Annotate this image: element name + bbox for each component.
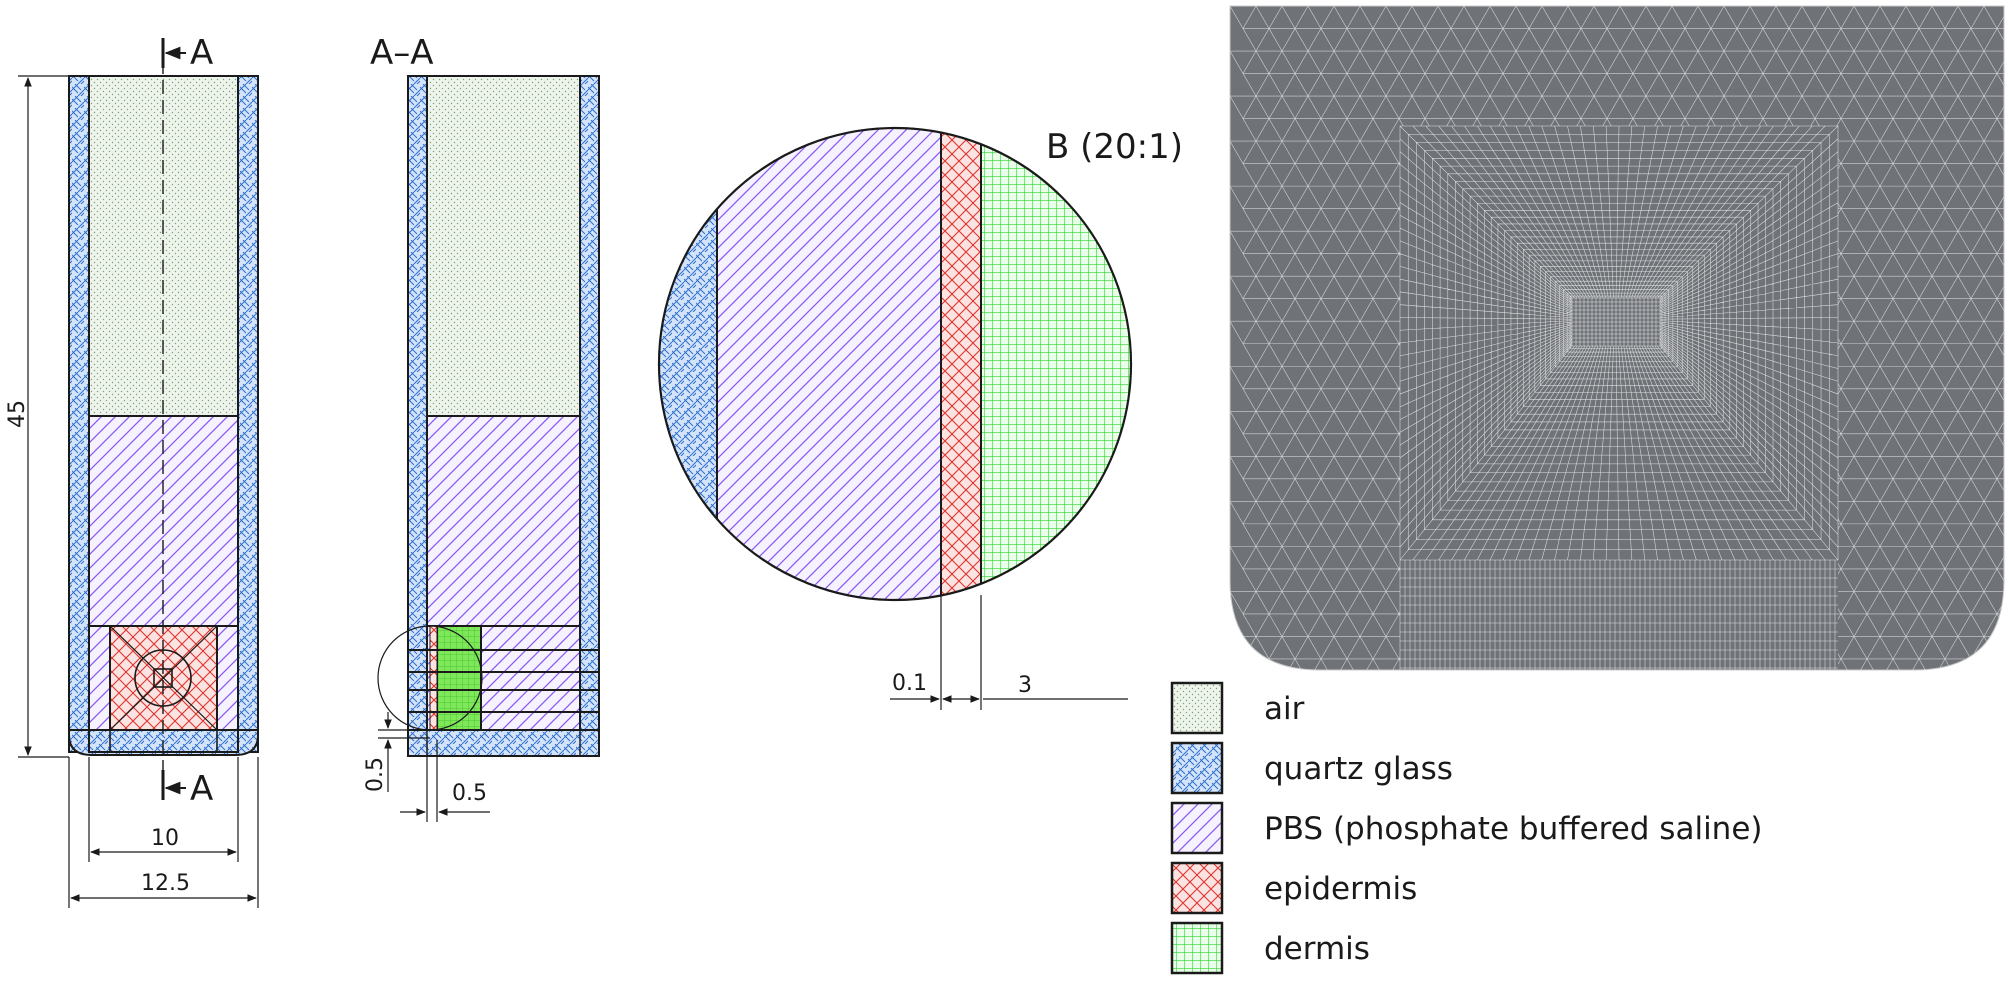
legend-label: dermis <box>1264 931 1370 967</box>
legend-label: epidermis <box>1264 871 1417 907</box>
legend-swatch-derm-grid <box>1170 921 1224 975</box>
mesh-structured-region <box>1399 125 1839 670</box>
legend-label: quartz glass <box>1264 751 1453 787</box>
legend-label: air <box>1264 691 1305 727</box>
legend-label: PBS (phosphate buffered saline) <box>1264 811 1763 847</box>
front-view: A A 45 10 12.5 <box>5 33 259 908</box>
section-title: A–A <box>370 33 434 73</box>
dim-vertical-05-label: 0.5 <box>363 757 388 792</box>
legend-swatch-air-dots <box>1170 681 1224 735</box>
detail-dim-3-label: 3 <box>1018 673 1032 698</box>
legend-swatch-epi-cross <box>1170 861 1224 915</box>
dim-height-label: 45 <box>5 400 30 428</box>
dim-outer-width-label: 12.5 <box>141 871 190 896</box>
legend-swatch-pbs-hatch <box>1170 801 1224 855</box>
dim-inner-width-label: 10 <box>151 826 179 851</box>
detail-label: B (20:1) <box>1046 127 1183 167</box>
section-view: A–A 0.5 0.5 <box>363 33 600 822</box>
detail-view-b: B (20:1) 0.1 3 <box>657 126 1183 710</box>
section-mark-top: A <box>190 33 213 73</box>
dim-horizontal-05-label: 0.5 <box>452 781 487 806</box>
detail-dim-01-label: 0.1 <box>892 671 927 696</box>
mesh-view <box>1229 5 2005 671</box>
legend-swatch-quartz-weave <box>1170 741 1224 795</box>
section-mark-bottom: A <box>190 769 213 809</box>
